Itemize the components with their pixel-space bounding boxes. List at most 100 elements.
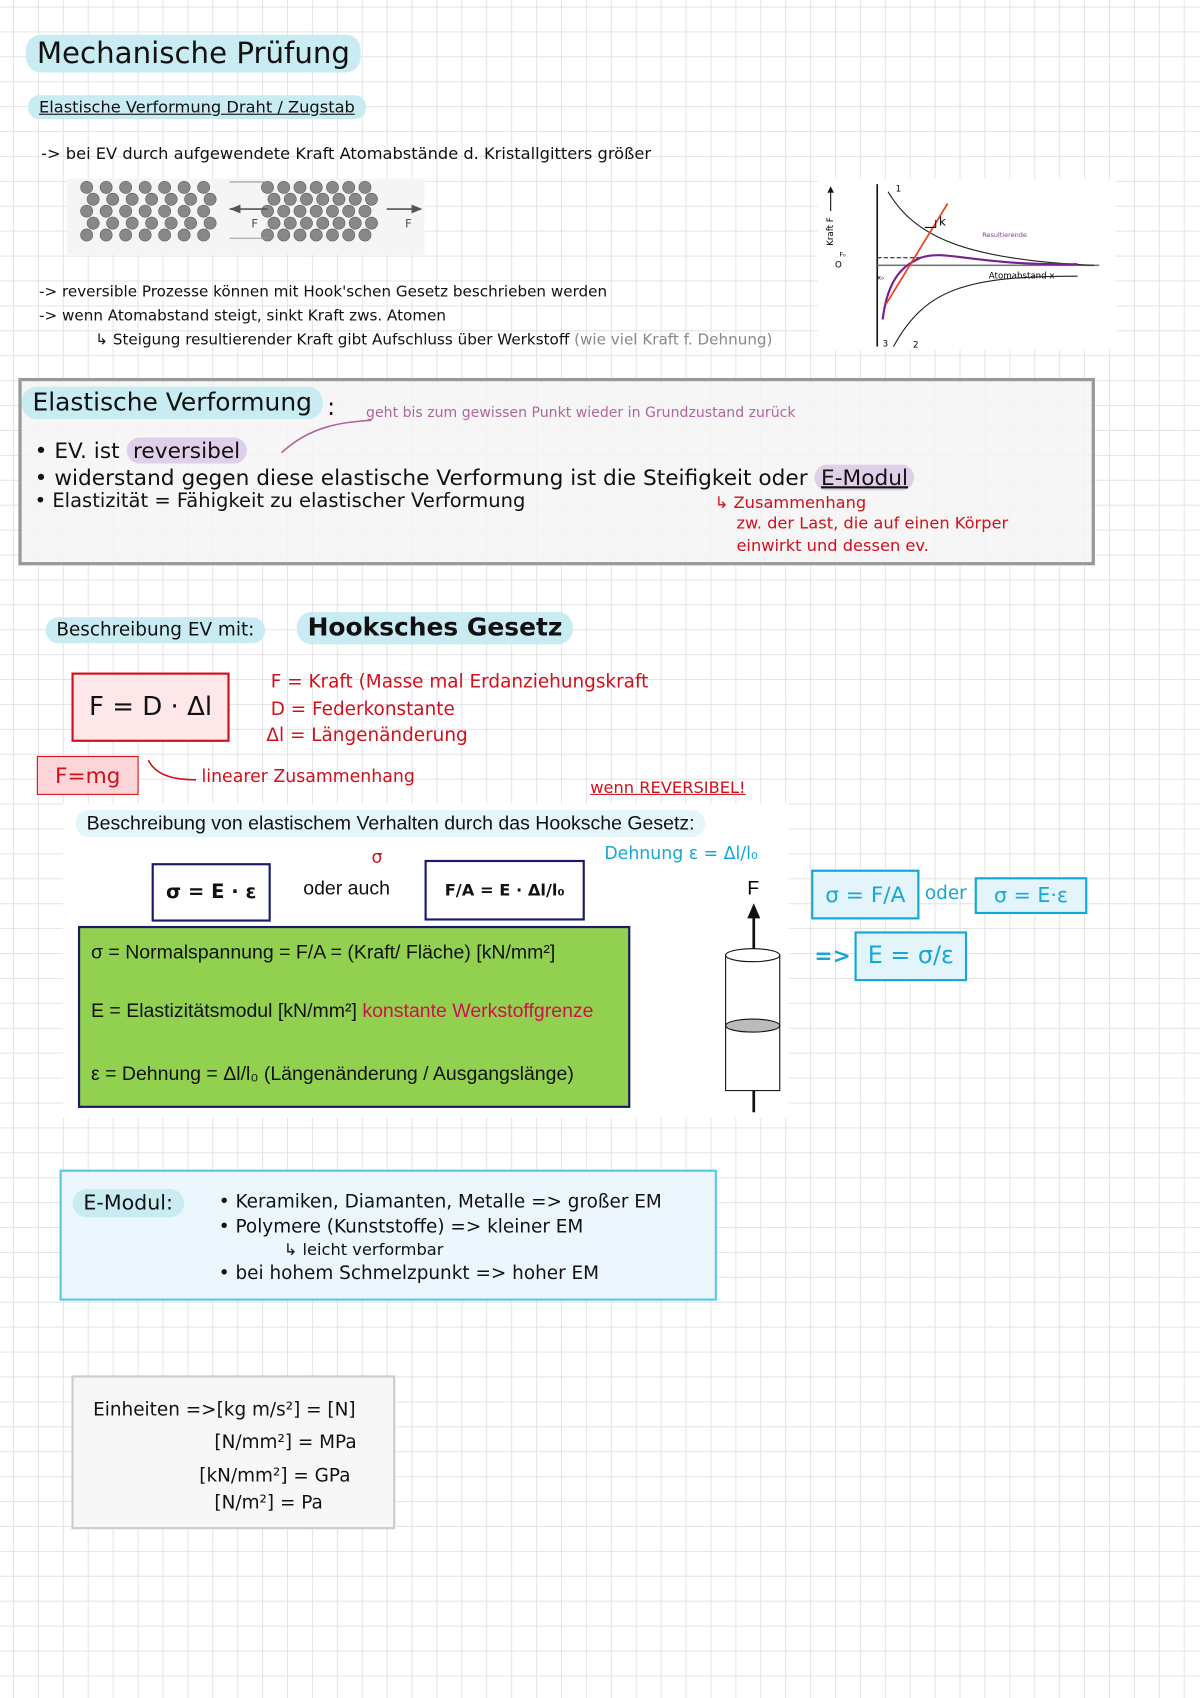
unit-mpa: [N/mm²] = MPa [214,1431,357,1454]
atom [300,216,313,230]
cross-section [725,1018,781,1033]
equation-sigma: σ = E · ε [151,863,271,922]
lattice-image: F F [67,178,425,255]
intro-line-4: ↳ Steigung resultierender Kraft gibt Auf… [95,331,772,348]
k-label: k [939,214,946,228]
definitions-green-box: σ = Normalspannung = F/A = (Kraft/ Fläch… [77,925,631,1108]
atom [342,228,356,242]
atom [261,228,274,242]
atom [86,216,100,230]
atom [145,192,158,206]
def-e: E = Elastizitätsmodul [kN/mm²] konstante… [91,1000,594,1023]
attractive-curve [892,275,1078,347]
atom [342,180,356,194]
atom [277,228,291,242]
atom [358,180,372,194]
atom [184,216,197,230]
atom [164,216,178,230]
y-axis-label: Kraft F [826,217,836,246]
atom [277,180,291,194]
hooke-heading: Hooksches Gesetz [296,611,574,645]
ev-bullet-1-text: EV. ist [54,437,120,464]
atom [309,204,323,218]
curve-1-label: 1 [896,185,902,195]
resultant-curve [881,254,1078,320]
arrow-up-icon [827,186,834,193]
atom [348,192,362,206]
atom [261,204,274,218]
atom [158,228,171,242]
atom [300,192,313,206]
intro-line-2: -> reversible Prozesse können mit Hook's… [38,283,608,302]
def-force: F = Kraft (Masse mal Erdanziehungskraft [270,671,649,694]
ev-note: geht bis zum gewissen Punkt wieder in Gr… [366,405,796,422]
def-epsilon: ε = Dehnung = Δl/l₀ (Längenänderung / Au… [90,1062,574,1085]
atom [125,216,139,230]
atom [342,204,356,218]
atom [326,228,339,242]
atom [158,180,171,194]
emodul-bullet-1: • Keramiken, Diamanten, Metalle => große… [218,1191,662,1213]
atom [358,204,372,218]
atom [177,204,191,218]
atom [203,216,217,230]
atom [348,216,362,230]
cylinder-diagram: F [725,878,781,1113]
force-label: F [251,216,258,230]
linear-arrow-icon [147,759,197,781]
ev-bullet-3-text: Elastizität = Fähigkeit zu elastischer V… [52,489,526,513]
cylinder-force-label: F [747,878,759,900]
reversible-note: wenn REVERSIBEL! [590,777,746,798]
formula-e: E = σ/ε [854,931,968,982]
emodul-highlight: E-Modul [814,464,915,491]
atom [261,180,274,194]
intro-line-3: -> wenn Atomabstand steigt, sinkt Kraft … [38,307,447,325]
intro-note: (wie viel Kraft f. Dehnung) [574,331,773,349]
ev-red-1: ↳ Zusammenhang [714,492,867,513]
force-distance-graph: Kraft F Atomabstand x O F₀ x₀ k 1 3 2 Re… [817,178,1116,350]
atom [267,216,281,230]
ev-heading: Elastische Verformung [21,386,323,420]
atom [164,192,178,206]
atom [119,204,132,218]
curve-2-label: 2 [913,341,919,350]
formula-sigma-fa: σ = F/A [811,869,920,920]
units-label: Einheiten => [93,1399,217,1421]
atom [119,228,132,242]
atom [309,180,323,194]
subtitle: Elastische Verformung Draht / Zugstab [28,95,366,120]
ev-colon: : [327,394,336,422]
f0-label: F₀ [839,251,846,259]
origin-label: O [835,261,842,271]
atom [316,192,330,206]
def-e-text: E = Elastizitätsmodul [kN/mm²] [90,999,357,1022]
sigma-note: σ [371,846,383,868]
atom [358,228,372,242]
ev-bullet-2-text: widerstand gegen diese elastische Verfor… [54,464,808,491]
atom [283,192,297,206]
ev-bullet-2: • widerstand gegen diese elastische Verf… [35,464,915,491]
x-axis-label: Atomabstand x [989,271,1055,281]
slope-triangle [924,219,937,228]
atom [293,180,307,194]
emodul-box: E-Modul: • Keramiken, Diamanten, Metalle… [59,1169,717,1301]
arrow-head-left-icon [229,204,241,214]
formula-sigma-ee: σ = E·ε [974,877,1088,915]
page-title: Mechanische Prüfung [25,34,361,73]
unit-gpa: [kN/mm²] = GPa [199,1465,351,1487]
atom [99,180,113,194]
resultant-annotation: Resultierende [982,231,1027,239]
atom [138,180,152,194]
atom [326,204,339,218]
atom [106,192,119,206]
atom [197,180,210,194]
emodul-label: E-Modul: [72,1189,184,1218]
atom [80,204,94,218]
atom [197,228,210,242]
right-oder: oder [924,882,967,905]
curve-3-label: 3 [883,340,889,350]
eq2-left: F/A [444,880,475,900]
atom [86,192,100,206]
atom [106,216,119,230]
